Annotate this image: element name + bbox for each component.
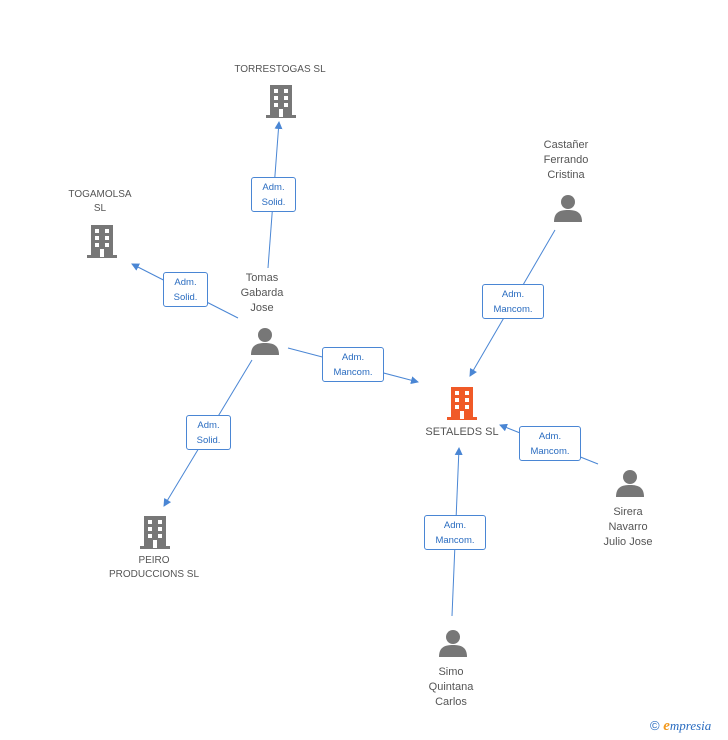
edge-label-tomas-setaleds[interactable]: Adm. Mancom. xyxy=(322,347,384,382)
edge-label-sirera-setaleds[interactable]: Adm. Mancom. xyxy=(519,426,581,461)
peiro-label-line2: PRODUCCIONS SL xyxy=(108,569,199,580)
sirera-label-line1: Sirera xyxy=(613,506,643,518)
person-icon[interactable] xyxy=(615,468,645,498)
sirera-label-line3: Julio Jose xyxy=(603,536,653,548)
togamolsa-label-line1: TOGAMOLSA xyxy=(68,189,132,200)
simo-label-line3: Carlos xyxy=(435,696,467,708)
edge-label-line2: Mancom. xyxy=(435,535,475,546)
tomas-label-line2: Gabarda xyxy=(240,287,284,299)
edge-label-line2: Solid. xyxy=(196,435,221,446)
edge-label-line2: Solid. xyxy=(173,292,198,303)
sirera-label-line2: Navarro xyxy=(608,521,648,533)
edge-label-line1: Adm. xyxy=(197,420,220,431)
castaner-label-line2: Ferrando xyxy=(543,154,589,166)
edge-label-line2: Mancom. xyxy=(493,304,533,315)
sirera-navarro-julio-jose-label[interactable]: Sirera Navarro Julio Jose xyxy=(578,505,678,550)
setaleds-label[interactable]: SETALEDS SL xyxy=(425,426,499,438)
edge-label-line1: Adm. xyxy=(538,431,562,442)
tomas-label-line1: Tomas xyxy=(245,272,279,284)
building-icon[interactable] xyxy=(139,514,171,550)
edge-label-tomas-togamolsa[interactable]: Adm. Solid. xyxy=(163,272,208,307)
person-icon[interactable] xyxy=(250,326,280,356)
edge-label-line1: Adm. xyxy=(443,520,467,531)
edge-label-castaner-setaleds[interactable]: Adm. Mancom. xyxy=(482,284,544,319)
copyright-icon: © xyxy=(650,718,660,733)
building-icon[interactable] xyxy=(86,223,118,259)
edge-label-line1: Adm. xyxy=(262,182,285,193)
tomas-gabarda-jose-label[interactable]: Tomas Gabarda Jose xyxy=(212,271,312,316)
simo-label-line1: Simo xyxy=(438,666,464,678)
empresia-watermark: © empresia xyxy=(650,718,711,735)
edge-label-line1: Adm. xyxy=(174,277,197,288)
edge-label-line1: Adm. xyxy=(501,289,525,300)
simo-quintana-carlos-label[interactable]: Simo Quintana Carlos xyxy=(401,665,501,710)
person-icon[interactable] xyxy=(438,628,468,658)
edge-label-line2: Mancom. xyxy=(333,367,373,378)
building-icon[interactable] xyxy=(265,83,297,119)
empresia-logo: empresia xyxy=(663,718,712,734)
togamolsa-label-line2: SL xyxy=(93,203,107,214)
edge-label-tomas-torrestogas[interactable]: Adm. Solid. xyxy=(251,177,296,212)
edge-label-line1: Adm. xyxy=(341,352,365,363)
simo-label-line2: Quintana xyxy=(428,681,474,693)
togamolsa-label[interactable]: TOGAMOLSA SL xyxy=(40,188,160,216)
person-icon[interactable] xyxy=(553,193,583,223)
tomas-label-line3: Jose xyxy=(250,302,274,314)
edge-label-line2: Mancom. xyxy=(530,446,570,457)
peiro-label-line1: PEIRO xyxy=(138,555,170,566)
edge-label-line2: Solid. xyxy=(261,197,286,208)
castaner-label-line1: Castañer xyxy=(543,139,589,151)
edge-label-simo-setaleds[interactable]: Adm. Mancom. xyxy=(424,515,486,550)
castaner-ferrando-cristina-label[interactable]: Castañer Ferrando Cristina xyxy=(516,138,616,183)
torrestogas-label[interactable]: TORRESTOGAS SL xyxy=(234,64,326,75)
peiro-produccions-label[interactable]: PEIRO PRODUCCIONS SL xyxy=(94,554,214,582)
edge-label-tomas-peiro[interactable]: Adm. Solid. xyxy=(186,415,231,450)
building-icon-highlighted[interactable] xyxy=(446,385,478,421)
castaner-label-line3: Cristina xyxy=(547,169,585,181)
